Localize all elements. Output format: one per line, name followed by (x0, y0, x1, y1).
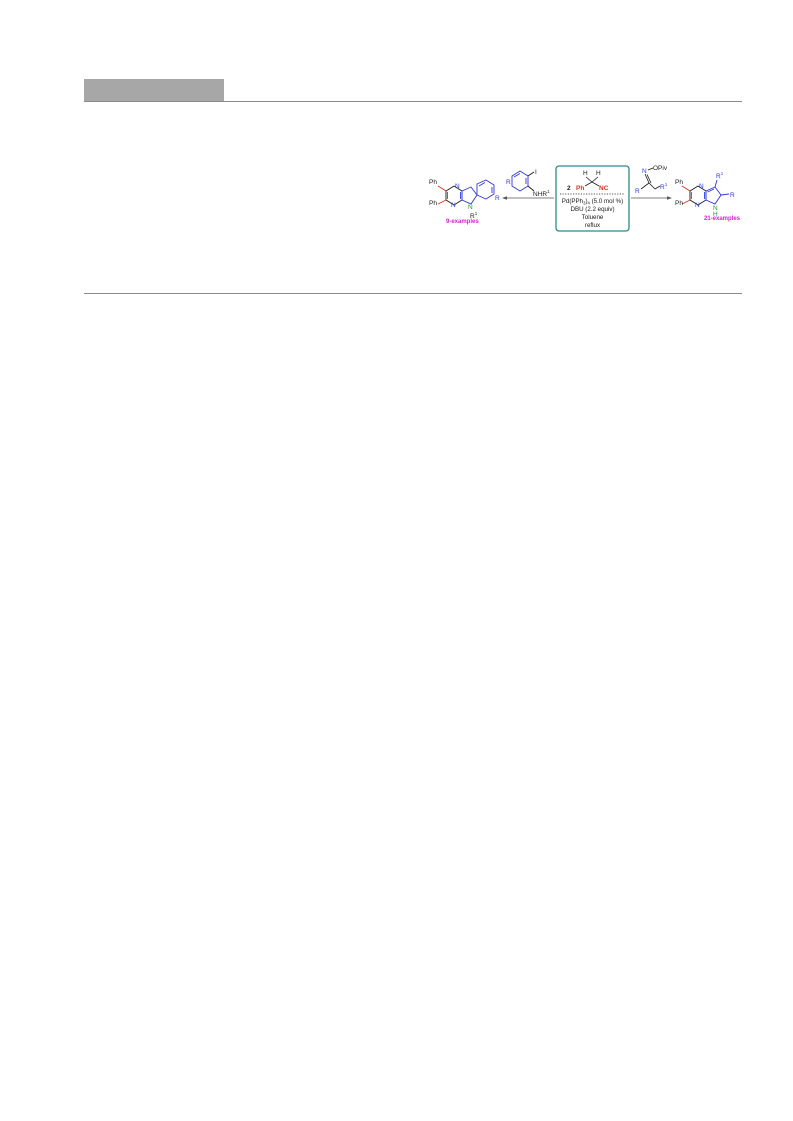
right-product-n-bottom: N (695, 202, 700, 209)
top-rule (84, 101, 742, 102)
left-product-r-label: R (495, 195, 500, 202)
right-product-r: R (730, 192, 735, 199)
right-reagent-r: R (635, 188, 640, 195)
right-product-nh-h: H (713, 211, 718, 218)
left-product-r1-label: R1 (470, 211, 478, 220)
box-cat-sub: 3 (583, 201, 586, 206)
box-coeff: 2 (567, 185, 571, 192)
left-product-r1-sup: 1 (475, 211, 478, 216)
reaction-scheme-svg: Ph Ph N N N R R1 9-examples I R NHR1 H H… (429, 165, 741, 232)
right-product-examples: 21-examples (704, 216, 741, 222)
right-reagent-r1-sup: 1 (665, 182, 668, 187)
right-product-n-top: N (699, 183, 704, 190)
box-cat-a: Pd(PPh (562, 198, 584, 205)
box-cat-b: ) (585, 198, 587, 205)
left-product-ph-bottom: Ph (429, 200, 437, 207)
bottom-rule (84, 293, 742, 294)
left-product-examples: 9-examples (446, 219, 479, 225)
conditions-box-frame (555, 165, 630, 232)
left-reagent: I R NHR1 (506, 169, 550, 198)
right-product: Ph Ph N N N H R R1 21-examples (675, 171, 741, 222)
left-product: Ph Ph N N N R R1 9-examples (429, 179, 500, 225)
right-reagent-r1: R1 (660, 182, 668, 191)
right-product-r1-main: R (716, 173, 721, 180)
conditions-box: H H 2 Ph NC Pd(PPh3)4 (5.0 mol %) DBU (2… (555, 165, 630, 232)
box-h-left: H (583, 170, 588, 177)
left-reagent-nhr-main: NHR (533, 191, 547, 198)
box-line-temp: reflux (585, 222, 601, 229)
left-product-n-bottom: N (451, 202, 456, 209)
left-product-r1-main: R (470, 213, 475, 220)
box-line-base: DBU (2.2 equiv) (570, 206, 614, 213)
right-reagent-n: N (642, 168, 647, 175)
box-cat-c: (5.0 mol %) (590, 198, 623, 205)
box-cat-sub2: 4 (588, 201, 591, 206)
section-header-bar (84, 79, 224, 101)
right-arrowhead (667, 196, 672, 200)
right-reagent-r1-main: R (660, 184, 665, 191)
left-product-n-indole: N (468, 204, 473, 211)
right-reagent: N OPiv R R1 (635, 165, 668, 195)
left-reagent-nhr-sup: 1 (547, 189, 550, 194)
box-h-right: H (596, 170, 601, 177)
right-reagent-opiv: OPiv (653, 165, 668, 172)
right-product-ph-top: Ph (675, 179, 683, 186)
box-ph: Ph (576, 185, 584, 192)
right-product-ph-bottom: Ph (675, 200, 683, 207)
box-line-solvent: Toluene (582, 214, 604, 221)
box-line-catalyst: Pd(PPh3)4 (5.0 mol %) (562, 198, 623, 206)
right-product-nh-n: N (713, 205, 718, 212)
left-reagent-r: R (506, 179, 511, 186)
right-product-r1: R1 (716, 171, 724, 180)
right-product-r1-sup: 1 (721, 171, 724, 176)
left-reagent-nhr: NHR1 (533, 189, 550, 198)
reaction-scheme: Ph Ph N N N R R1 9-examples I R NHR1 H H… (420, 160, 742, 240)
left-reagent-i: I (535, 169, 537, 176)
left-product-n-top: N (455, 183, 460, 190)
left-product-ph-top: Ph (429, 179, 437, 186)
box-nc: NC (599, 185, 609, 192)
left-arrowhead (502, 196, 507, 200)
